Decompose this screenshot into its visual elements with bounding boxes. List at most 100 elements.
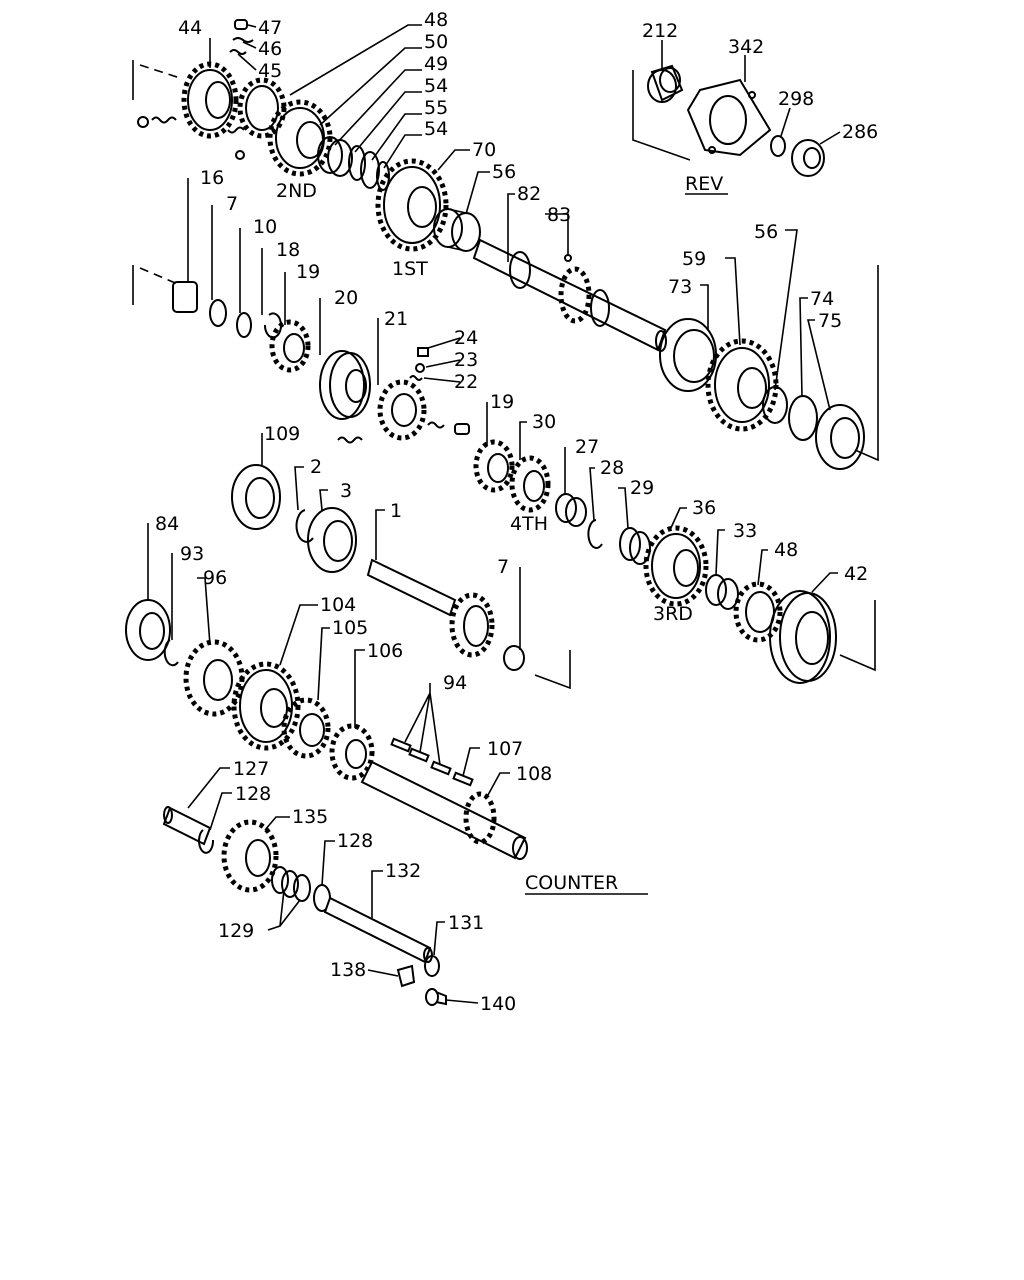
sleeve-42	[769, 590, 837, 684]
countershaft-108	[360, 760, 528, 860]
snap-ring-18	[263, 312, 282, 339]
callout-number: 131	[448, 912, 484, 934]
lock-plate-138	[396, 964, 416, 988]
housing-342	[686, 78, 772, 157]
bushing-212	[647, 64, 684, 103]
callout-number: 16	[200, 167, 224, 189]
plug	[454, 423, 470, 435]
callout-number: 18	[276, 239, 300, 261]
label-3rd: 3RD	[653, 603, 693, 625]
callout-number: 342	[728, 36, 764, 58]
callout-number: 105	[332, 617, 368, 639]
first-gear	[375, 158, 449, 252]
gear-96	[183, 639, 245, 717]
callout-number: 7	[497, 556, 509, 578]
second-gear	[267, 99, 333, 177]
callout-numbers: 44 47 46 45 48 50 49 54 55 54 70 56 82 8…	[155, 9, 878, 1015]
input-shaft-group	[231, 439, 837, 684]
key-107	[452, 771, 474, 787]
callout-number: 286	[842, 121, 878, 143]
callout-number: 298	[778, 88, 814, 110]
callout-number: 29	[630, 477, 654, 499]
callout-number: 55	[424, 97, 448, 119]
callout-number: 127	[233, 758, 269, 780]
callout-number: 75	[818, 310, 842, 332]
label-1st: 1ST	[392, 258, 428, 280]
gear-44	[181, 61, 239, 139]
callout-number: 138	[330, 959, 366, 981]
fourth-gear	[509, 455, 551, 513]
input-shaft-1	[366, 558, 495, 658]
third-gear	[643, 525, 709, 607]
needle-bearing-33	[705, 574, 739, 610]
callout-number: 212	[642, 20, 678, 42]
callout-number: 94	[443, 672, 467, 694]
shaft-127	[162, 806, 212, 846]
callout-number: 30	[532, 411, 556, 433]
callout-number: 56	[492, 161, 516, 183]
detent-left	[337, 436, 363, 444]
callout-number: 109	[264, 423, 300, 445]
hub-21	[377, 379, 427, 441]
reverse-idler-135	[221, 819, 279, 893]
callout-number: 93	[180, 543, 204, 565]
hub-19	[269, 319, 311, 373]
gear-104	[231, 661, 301, 751]
callout-number: 42	[844, 563, 868, 585]
callout-number: 104	[320, 594, 356, 616]
callout-number: 54	[424, 118, 448, 140]
callout-number: 27	[575, 436, 599, 458]
callout-number: 46	[258, 38, 282, 60]
callout-number: 106	[367, 640, 403, 662]
synchro-ring-48b	[733, 581, 783, 643]
needle-bearing-27	[555, 493, 587, 527]
mainshaft-82	[472, 238, 667, 352]
label-rev: REV	[685, 173, 723, 195]
label-4th: 4TH	[510, 513, 548, 535]
label-2nd: 2ND	[276, 180, 317, 202]
callout-number: 96	[203, 567, 227, 589]
callout-number: 7	[226, 193, 238, 215]
label-counter: COUNTER	[525, 872, 618, 894]
detent-right	[427, 421, 445, 429]
callout-number: 56	[754, 221, 778, 243]
callout-number: 44	[178, 17, 202, 39]
callout-number: 23	[454, 349, 478, 371]
callout-number: 47	[258, 17, 282, 39]
ring-54	[348, 145, 366, 181]
synchro-group	[172, 281, 470, 444]
detent-parts	[137, 19, 254, 160]
callout-number: 74	[810, 288, 834, 310]
callout-number: 128	[235, 783, 271, 805]
collar-29	[619, 527, 651, 565]
callout-number: 36	[692, 497, 716, 519]
callout-number: 10	[253, 216, 277, 238]
spring-22	[409, 375, 423, 381]
callout-number: 21	[384, 308, 408, 330]
washer-128	[198, 829, 215, 854]
callout-number: 108	[516, 763, 552, 785]
gear-106	[329, 723, 375, 781]
callout-number: 22	[454, 371, 478, 393]
washer-7	[209, 299, 227, 327]
washer-298	[770, 135, 786, 157]
spring-24	[417, 347, 429, 357]
needle-bearings-129	[271, 866, 311, 902]
ring-55	[360, 151, 380, 189]
gear-105	[281, 697, 331, 759]
callout-number: 59	[682, 248, 706, 270]
callout-number: 3	[340, 480, 352, 502]
callout-number: 49	[424, 53, 448, 75]
callout-number: 83	[547, 204, 571, 226]
sleeve-20	[319, 350, 371, 420]
callout-number: 19	[296, 261, 320, 283]
callout-number: 48	[774, 539, 798, 561]
callout-number: 73	[668, 276, 692, 298]
callout-number: 132	[385, 860, 421, 882]
bearing-16	[172, 281, 198, 313]
reverse-group	[647, 64, 825, 177]
callout-number: 70	[472, 139, 496, 161]
callout-number: 54	[424, 75, 448, 97]
callout-number: 84	[155, 513, 179, 535]
callout-number: 50	[424, 31, 448, 53]
